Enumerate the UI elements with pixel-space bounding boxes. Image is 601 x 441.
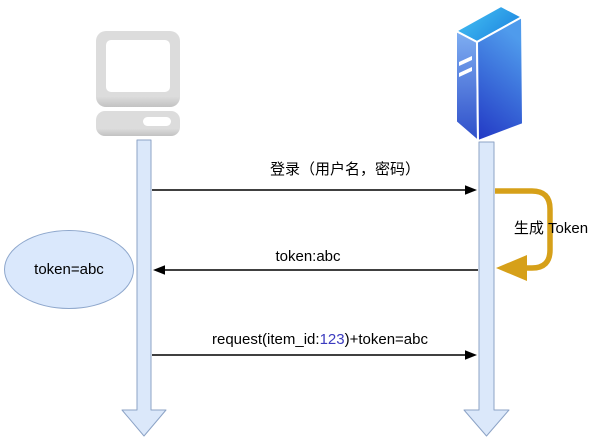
server-front-face bbox=[476, 16, 524, 142]
computer-screen bbox=[106, 40, 170, 92]
client-lifeline bbox=[121, 139, 167, 437]
message-token-arrow bbox=[153, 265, 478, 275]
server-icon bbox=[455, 5, 524, 142]
request-label-suffix: )+token=abc bbox=[344, 331, 428, 348]
token-note-text: token=abc bbox=[34, 261, 104, 278]
message-login-arrow bbox=[152, 185, 477, 195]
client-computer-icon bbox=[96, 30, 180, 137]
token-note-ellipse: token=abc bbox=[4, 230, 134, 309]
message-request-arrow bbox=[152, 350, 477, 360]
computer-keyboard-key bbox=[143, 117, 171, 126]
server-vent-dash bbox=[459, 67, 472, 77]
message-token-label: token:abc bbox=[275, 248, 341, 265]
generate-token-label: 生成 Token bbox=[513, 220, 589, 237]
message-request-label: request(item_id:123)+token=abc bbox=[184, 331, 456, 349]
request-label-prefix: request(item_id: bbox=[212, 331, 320, 348]
request-label-item-id: 123 bbox=[319, 331, 345, 348]
message-login-label: 登录（用户名，密码） bbox=[269, 161, 420, 178]
server-lifeline bbox=[463, 141, 510, 437]
server-vent-dash bbox=[459, 56, 472, 66]
generate-token-loop-arrow bbox=[495, 188, 553, 281]
